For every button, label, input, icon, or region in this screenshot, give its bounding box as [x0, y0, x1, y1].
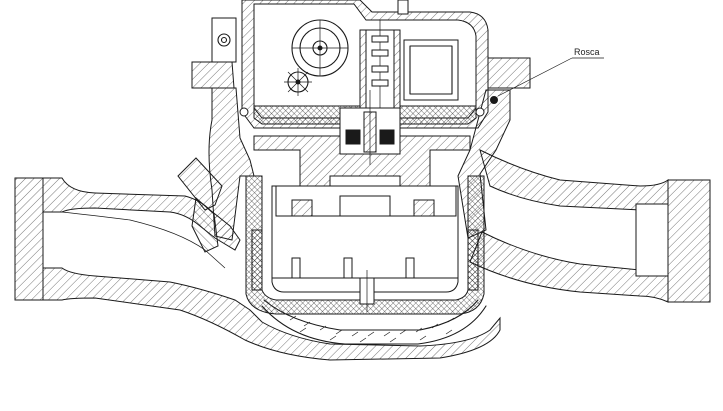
outlet-upper-wall	[479, 149, 669, 211]
impeller-chamber	[245, 175, 485, 315]
body-top-flange-right	[487, 57, 531, 89]
impeller-cage	[245, 175, 485, 315]
outlet-pipe-section	[469, 149, 711, 303]
meter-body	[191, 57, 531, 241]
hinge-lug	[211, 17, 237, 63]
body-top-flange	[191, 61, 235, 89]
pinion-gear-icon	[284, 68, 312, 96]
outlet-bore	[635, 203, 669, 277]
chamber-ribs	[251, 229, 479, 291]
outlet-lower-wall	[469, 231, 669, 303]
housing-seals	[239, 96, 498, 117]
chamber-floor	[253, 135, 471, 187]
perforated-screen	[261, 299, 487, 345]
dial-wheel	[291, 19, 349, 77]
gear-train	[359, 20, 459, 150]
magnetic-coupling	[339, 90, 401, 165]
top-knob	[397, 0, 409, 15]
body-left-wall	[208, 87, 255, 241]
inlet-lower-wall	[42, 267, 501, 361]
rosca-leader-line	[497, 57, 573, 97]
inlet-pipe-section	[14, 177, 501, 361]
inlet-upper-wall	[42, 177, 241, 251]
inlet-flange	[14, 177, 44, 301]
strainer-boss	[177, 157, 223, 253]
rosca-label: Rosca	[574, 47, 600, 57]
outlet-flange	[667, 179, 711, 303]
inlet-bore-contour	[61, 211, 226, 269]
rosca-callout: Rosca	[497, 47, 604, 97]
